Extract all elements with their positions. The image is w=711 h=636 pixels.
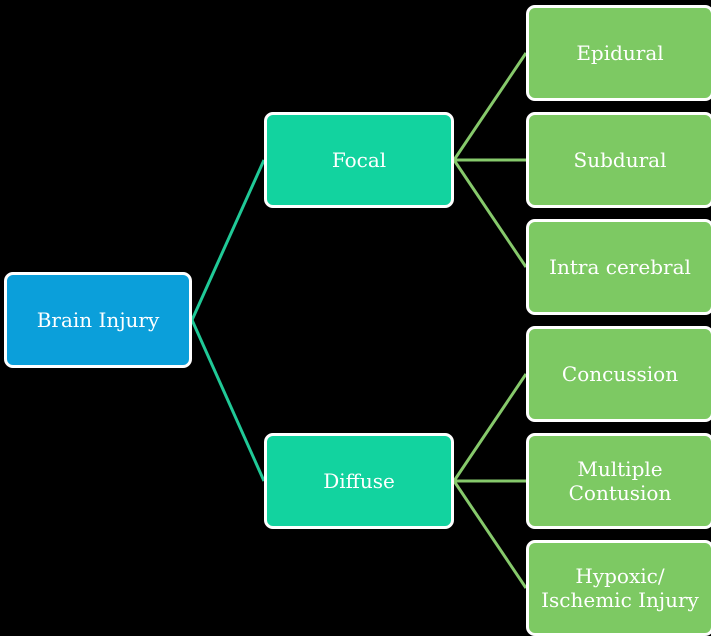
node-concussion: Concussion [526,326,711,422]
connector-focal-intracerebral [452,159,528,268]
node-label: Intra cerebral [549,255,691,279]
node-label: Brain Injury [36,308,160,332]
node-diffuse: Diffuse [264,433,454,529]
node-epidural: Epidural [526,5,711,101]
node-subdural: Subdural [526,112,711,208]
connector-root-diffuse [190,319,266,482]
node-label: Epidural [576,41,664,65]
node-brain-injury: Brain Injury [4,272,192,368]
connector-focal-epidural [452,52,528,161]
node-focal: Focal [264,112,454,208]
node-intra-cerebral: Intra cerebral [526,219,711,315]
node-label: Diffuse [323,469,395,493]
node-label: Concussion [561,362,679,386]
node-label: Subdural [573,148,667,172]
node-label: Multiple Contusion [568,457,672,505]
node-label: Hypoxic/ Ischemic Injury [541,564,699,612]
connector-root-focal [190,159,266,321]
connector-diffuse-concussion [452,373,528,482]
node-label: Focal [331,148,387,172]
node-multiple-contusion: Multiple Contusion [526,433,711,529]
node-hypoxic-ischemic-injury: Hypoxic/ Ischemic Injury [526,540,711,636]
connector-diffuse-hypoxic [452,480,528,589]
